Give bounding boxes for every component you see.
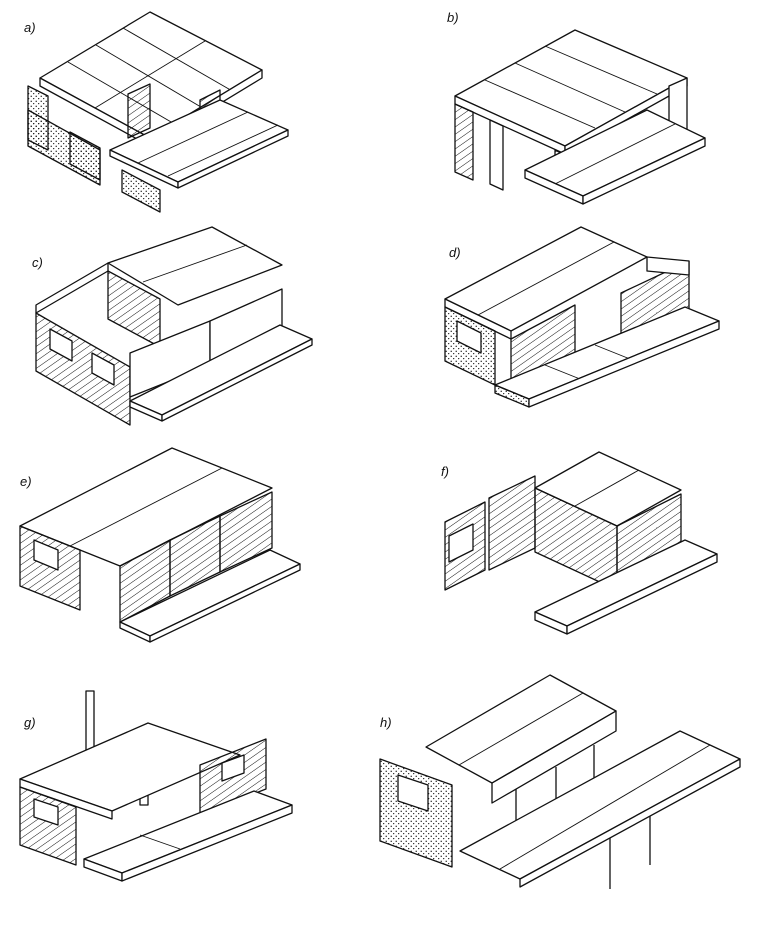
panel-label: g) — [24, 715, 36, 730]
diagram-e-drawing — [19, 447, 301, 643]
panel-c: c) — [0, 225, 380, 440]
diagram-c-drawing — [35, 226, 313, 426]
panel-label: b) — [447, 10, 459, 25]
panel-g: g) — [0, 655, 380, 928]
panel-a: a) — [0, 0, 380, 225]
panel-label: h) — [380, 715, 392, 730]
panel-d: d) — [385, 225, 767, 440]
diagram-d-drawing — [444, 226, 720, 408]
diagram-b-drawing — [454, 29, 706, 205]
panel-label: f) — [441, 464, 449, 479]
panel-b: b) — [385, 0, 767, 225]
diagram-f-drawing — [444, 451, 718, 635]
panel-label: e) — [20, 474, 32, 489]
panel-e: e) — [0, 440, 380, 655]
diagram-g-drawing — [19, 690, 293, 882]
panel-label: a) — [24, 20, 36, 35]
panel-f: f) — [385, 440, 767, 655]
panel-label: c) — [32, 255, 43, 270]
panel-label: d) — [449, 245, 461, 260]
panel-h: h) — [379, 655, 767, 928]
diagram-a-drawing — [27, 11, 289, 213]
diagram-h-drawing — [379, 674, 741, 889]
